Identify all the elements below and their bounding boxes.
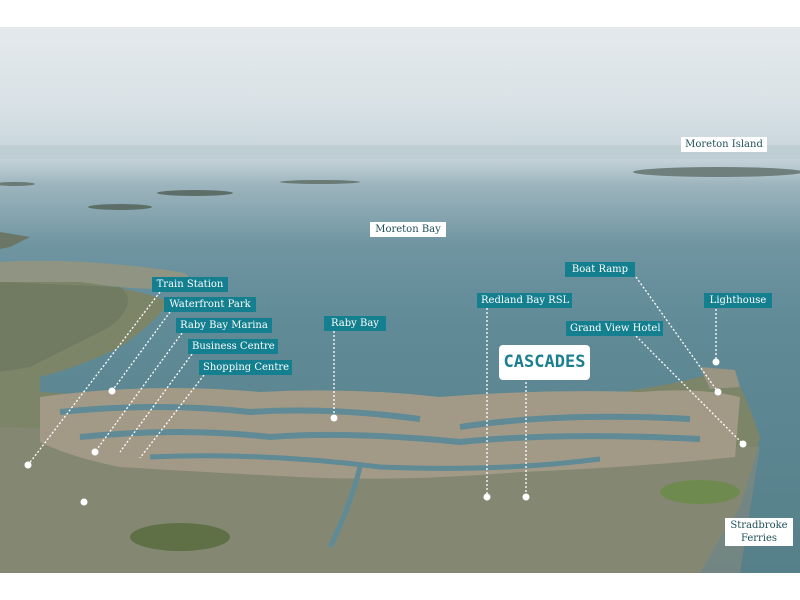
dot-business-centre [80, 498, 88, 506]
distant-island [88, 204, 152, 210]
label-redland-bay-rsl: Redland Bay RSL [477, 293, 572, 308]
dot-lighthouse [712, 358, 720, 366]
label-shopping-centre: Shopping Centre [199, 360, 292, 375]
dot-cascades [522, 493, 530, 501]
distant-island [280, 180, 360, 184]
dot-grand-view-hotel [739, 440, 747, 448]
leader-train-station [27, 291, 161, 466]
park-area [660, 480, 740, 504]
dot-raby-bay-marina [91, 448, 99, 456]
dot-raby-bay [330, 414, 338, 422]
northern-suburb [0, 282, 128, 372]
label-raby-bay-marina: Raby Bay Marina [176, 318, 272, 333]
label-moreton-bay: Moreton Bay [370, 222, 446, 237]
label-grand-view-hotel: Grand View Hotel [566, 321, 663, 336]
aerial-scene [0, 145, 800, 573]
dot-train-station [24, 461, 32, 469]
label-lighthouse: Lighthouse [704, 293, 772, 308]
leader-shopping-centre [139, 374, 205, 459]
canal [327, 466, 363, 549]
shore-spit [0, 232, 30, 249]
label-business-centre: Business Centre [188, 339, 278, 354]
leader-waterfront-park [111, 311, 171, 392]
sand-flat [0, 260, 188, 289]
park-area [130, 523, 230, 551]
canal [459, 413, 691, 430]
leader-boat-ramp [635, 276, 719, 393]
cascades-logo: CASCADES [499, 345, 590, 380]
canal [79, 429, 701, 446]
label-boat-ramp: Boat Ramp [565, 262, 635, 277]
canal [149, 453, 601, 471]
label-stradbroke-ferries: Stradbroke Ferries [725, 518, 793, 546]
moreton-island-landmass [633, 167, 800, 177]
leader-grand-view-hotel [635, 335, 744, 445]
label-train-station: Train Station [152, 277, 228, 292]
aerial-photo [0, 27, 800, 573]
label-raby-bay: Raby Bay [324, 316, 386, 331]
label-waterfront-park: Waterfront Park [164, 297, 256, 312]
canal [59, 404, 421, 422]
distant-island [0, 182, 35, 186]
label-moreton-island: Moreton Island [681, 137, 767, 152]
leader-raby-bay-marina [94, 332, 183, 453]
horizon-haze [0, 145, 800, 159]
breakwater [700, 367, 740, 389]
dot-redland-bay-rsl [483, 493, 491, 501]
dot-waterfront-park [108, 387, 116, 395]
distant-island [157, 190, 233, 196]
leader-business-centre [119, 353, 193, 453]
dot-boat-ramp [714, 388, 722, 396]
